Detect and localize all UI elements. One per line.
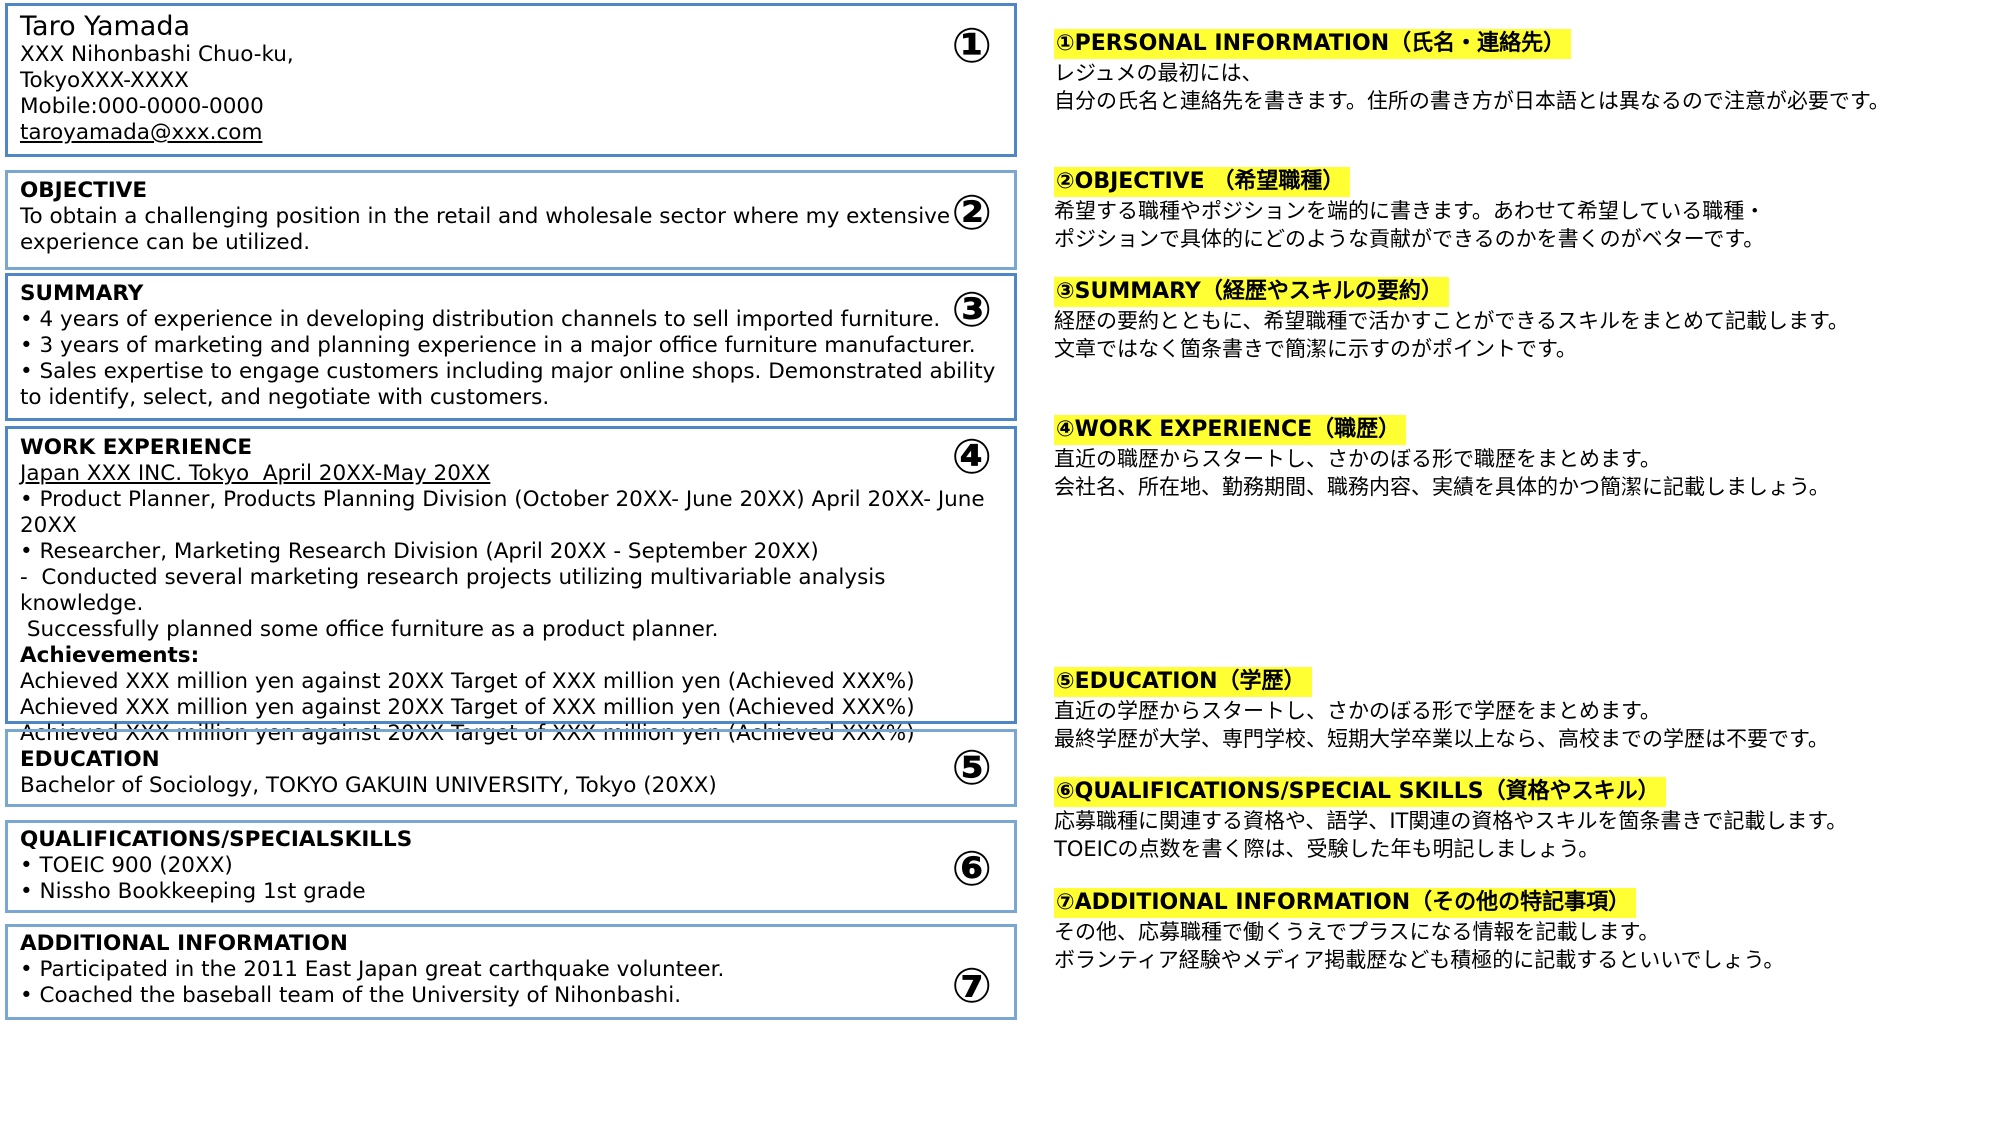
note-line: 直近の職歴からスタートし、さかのぼる形で職歴をまとめます。 [1054,447,1661,471]
education-line: Bachelor of Sociology, TOKYO GAKUIN UNIV… [20,773,717,798]
note-line: 直近の学歴からスタートし、さかのぼる形で学歴をまとめます。 [1054,699,1661,723]
objective-title: OBJECTIVE [20,178,148,203]
section-number-7: ⑦ [951,958,992,1014]
qualifications-section: ⑥ QUALIFICATIONS/SPECIALSKILLS • TOEIC 9… [5,820,1017,913]
email-link[interactable]: taroyamada@xxx.com [20,120,263,145]
additional-title: ADDITIONAL INFORMATION [20,931,348,956]
person-name: Taro Yamada [20,11,191,42]
additional-line: • Coached the baseball team of the Unive… [20,983,682,1008]
note-heading: ②OBJECTIVE （希望職種） [1054,167,1351,197]
summary-line: • Sales expertise to engage customers in… [20,359,996,384]
personal-info-section: ① Taro Yamada XXX Nihonbashi Chuo-ku, To… [5,3,1017,157]
note-line: 会社名、所在地、勤務期間、職務内容、実績を具体的かつ簡潔に記載しましょう。 [1054,475,1830,499]
work-line: • Product Planner, Products Planning Div… [20,487,985,512]
summary-title: SUMMARY [20,281,144,306]
note-line: 応募職種に関連する資格や、語学、IT関連の資格やスキルを箇条書きで記載します。 [1054,809,1848,833]
note-heading: ③SUMMARY（経歴やスキルの要約） [1054,277,1449,307]
note-line: その他、応募職種で働くうえでプラスになる情報を記載します。 [1054,920,1660,944]
work-line: - Conducted several marketing research p… [20,565,893,616]
qualifications-title: QUALIFICATIONS/SPECIALSKILLS [20,827,413,852]
education-title: EDUCATION [20,747,160,772]
section-number-4: ④ [951,429,992,485]
section-number-5: ⑤ [951,740,992,796]
mobile-number: Mobile:000-0000-0000 [20,94,264,119]
work-line: 20XX [20,513,77,538]
work-line: Successfully planned some office furnitu… [20,617,719,642]
objective-section: ② OBJECTIVE To obtain a challenging posi… [5,170,1017,270]
work-experience-section: ④ WORK EXPERIENCE Japan XXX INC. Tokyo A… [5,426,1017,746]
work-title: WORK EXPERIENCE [20,435,253,460]
note-line: 文章ではなく箇条書きで簡潔に示すのがポイントです。 [1054,337,1577,361]
achievement-line: Achieved XXX million yen against 20XX Ta… [20,721,915,746]
summary-line: • 4 years of experience in developing di… [20,307,941,332]
qualification-item: • Nissho Bookkeeping 1st grade [20,879,366,904]
work-line: • Researcher, Marketing Research Divisio… [20,539,819,564]
section-number-3: ③ [951,282,992,338]
note-line: ボランティア経験やメディア掲載歴なども積極的に記載するといいでしょう。 [1054,948,1785,972]
note-heading: ⑦ADDITIONAL INFORMATION（その他の特記事項） [1054,888,1637,918]
note-line: ポジションで具体的にどのような貢献ができるのかを書くのがベターです。 [1054,227,1765,251]
education-section: ⑤ EDUCATION Bachelor of Sociology, TOKYO… [5,729,1017,807]
note-education: ⑤EDUCATION（学歴） 直近の学歴からスタートし、さかのぼる形で学歴をまと… [1054,667,1984,753]
note-qualifications: ⑥QUALIFICATIONS/SPECIAL SKILLS（資格やスキル） 応… [1054,777,1984,863]
company-line: Japan XXX INC. Tokyo April 20XX-May 20XX [20,461,491,486]
address-line-1: XXX Nihonbashi Chuo-ku, [20,42,294,67]
objective-line-2: experience can be utilized. [20,230,311,255]
note-line: TOEICの点数を書く際は、受験した年も明記しましょう。 [1054,837,1600,861]
note-line: 経歴の要約とともに、希望職種で活かすことができるスキルをまとめて記載します。 [1054,309,1849,333]
note-heading: ①PERSONAL INFORMATION（氏名・連絡先） [1054,29,1572,59]
note-line: レジュメの最初には、 [1054,61,1263,85]
note-heading: ⑤EDUCATION（学歴） [1054,667,1312,697]
additional-line: • Participated in the 2011 East Japan gr… [20,957,725,982]
section-number-1: ① [951,18,992,74]
note-additional-info: ⑦ADDITIONAL INFORMATION（その他の特記事項） その他、応募… [1054,888,1984,974]
section-number-6: ⑥ [951,841,992,897]
note-line: 希望する職種やポジションを端的に書きます。あわせて希望している職種・ [1054,199,1766,223]
summary-line: to identify, select, and negotiate with … [20,385,550,410]
address-line-2: TokyoXXX-XXXX [20,68,189,93]
note-personal-info: ①PERSONAL INFORMATION（氏名・連絡先） レジュメの最初には、… [1054,29,1984,115]
qualification-item: • TOEIC 900 (20XX) [20,853,233,878]
summary-section: ③ SUMMARY • 4 years of experience in dev… [5,273,1017,421]
note-heading: ⑥QUALIFICATIONS/SPECIAL SKILLS（資格やスキル） [1054,777,1666,807]
objective-line-1: To obtain a challenging position in the … [20,204,951,229]
section-number-2: ② [951,185,992,241]
note-objective: ②OBJECTIVE （希望職種） 希望する職種やポジションを端的に書きます。あ… [1054,167,1984,253]
note-line: 最終学歴が大学、専門学校、短期大学卒業以上なら、高校までの学歴は不要です。 [1054,727,1829,751]
note-work-experience: ④WORK EXPERIENCE（職歴） 直近の職歴からスタートし、さかのぼる形… [1054,415,1984,501]
summary-line: • 3 years of marketing and planning expe… [20,333,976,358]
achievement-line: Achieved XXX million yen against 20XX Ta… [20,669,915,694]
note-line: 自分の氏名と連絡先を書きます。住所の書き方が日本語とは異なるので注意が必要です。 [1054,89,1890,113]
note-heading: ④WORK EXPERIENCE（職歴） [1054,415,1407,445]
note-summary: ③SUMMARY（経歴やスキルの要約） 経歴の要約とともに、希望職種で活かすこと… [1054,277,1984,363]
achievement-line: Achieved XXX million yen against 20XX Ta… [20,695,915,720]
additional-info-section: ⑦ ADDITIONAL INFORMATION • Participated … [5,924,1017,1020]
achievements-title: Achievements: [20,643,200,668]
